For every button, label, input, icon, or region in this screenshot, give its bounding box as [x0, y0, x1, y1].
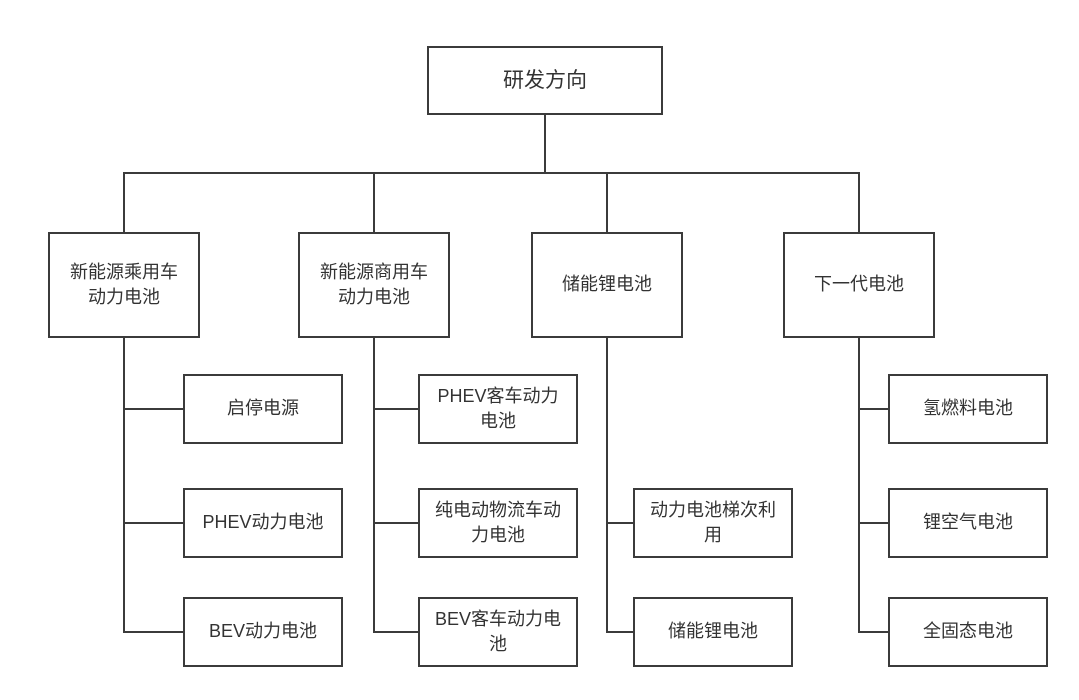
child-node-solid-state-battery: 全固态电池	[888, 597, 1048, 667]
branch-node-passenger-ev-battery: 新能源乘用车动力电池	[48, 232, 200, 338]
connector-branch3-stub-1	[606, 522, 635, 524]
connector-branch1-stub-1	[123, 408, 185, 410]
connector-drop-branch-2	[373, 172, 375, 232]
root-node: 研发方向	[427, 46, 663, 115]
connector-branch2-stub-3	[373, 631, 420, 633]
child-node-electric-logistics-battery: 纯电动物流车动力电池	[418, 488, 578, 558]
child-node-phev-bus-battery: PHEV客车动力电池	[418, 374, 578, 444]
child-node-storage-li-battery: 储能锂电池	[633, 597, 793, 667]
child-node-battery-echelon-use: 动力电池梯次利用	[633, 488, 793, 558]
child-node-li-air-battery: 锂空气电池	[888, 488, 1048, 558]
connector-branch3-stub-2	[606, 631, 635, 633]
connector-branch4-stub-3	[858, 631, 890, 633]
branch-node-storage-li-battery: 储能锂电池	[531, 232, 683, 338]
branch-node-next-gen-battery: 下一代电池	[783, 232, 935, 338]
connector-branch1-stub-3	[123, 631, 185, 633]
child-node-bev-power-battery: BEV动力电池	[183, 597, 343, 667]
connector-drop-branch-3	[606, 172, 608, 232]
connector-drop-branch-1	[123, 172, 125, 232]
connector-branch2-stub-1	[373, 408, 420, 410]
connector-trunk-vertical	[544, 115, 546, 174]
connector-branch4-stub-1	[858, 408, 890, 410]
child-node-phev-power-battery: PHEV动力电池	[183, 488, 343, 558]
connector-main-horizontal	[123, 172, 860, 174]
connector-branch2-stub-2	[373, 522, 420, 524]
connector-branch4-vertical	[858, 338, 860, 633]
branch-node-commercial-ev-battery: 新能源商用车动力电池	[298, 232, 450, 338]
child-node-start-stop-power: 启停电源	[183, 374, 343, 444]
connector-drop-branch-4	[858, 172, 860, 232]
connector-branch4-stub-2	[858, 522, 890, 524]
child-node-hydrogen-fuel-cell: 氢燃料电池	[888, 374, 1048, 444]
connector-branch3-vertical	[606, 338, 608, 633]
connector-branch2-vertical	[373, 338, 375, 633]
connector-branch1-stub-2	[123, 522, 185, 524]
child-node-bev-bus-battery: BEV客车动力电池	[418, 597, 578, 667]
connector-branch1-vertical	[123, 338, 125, 633]
